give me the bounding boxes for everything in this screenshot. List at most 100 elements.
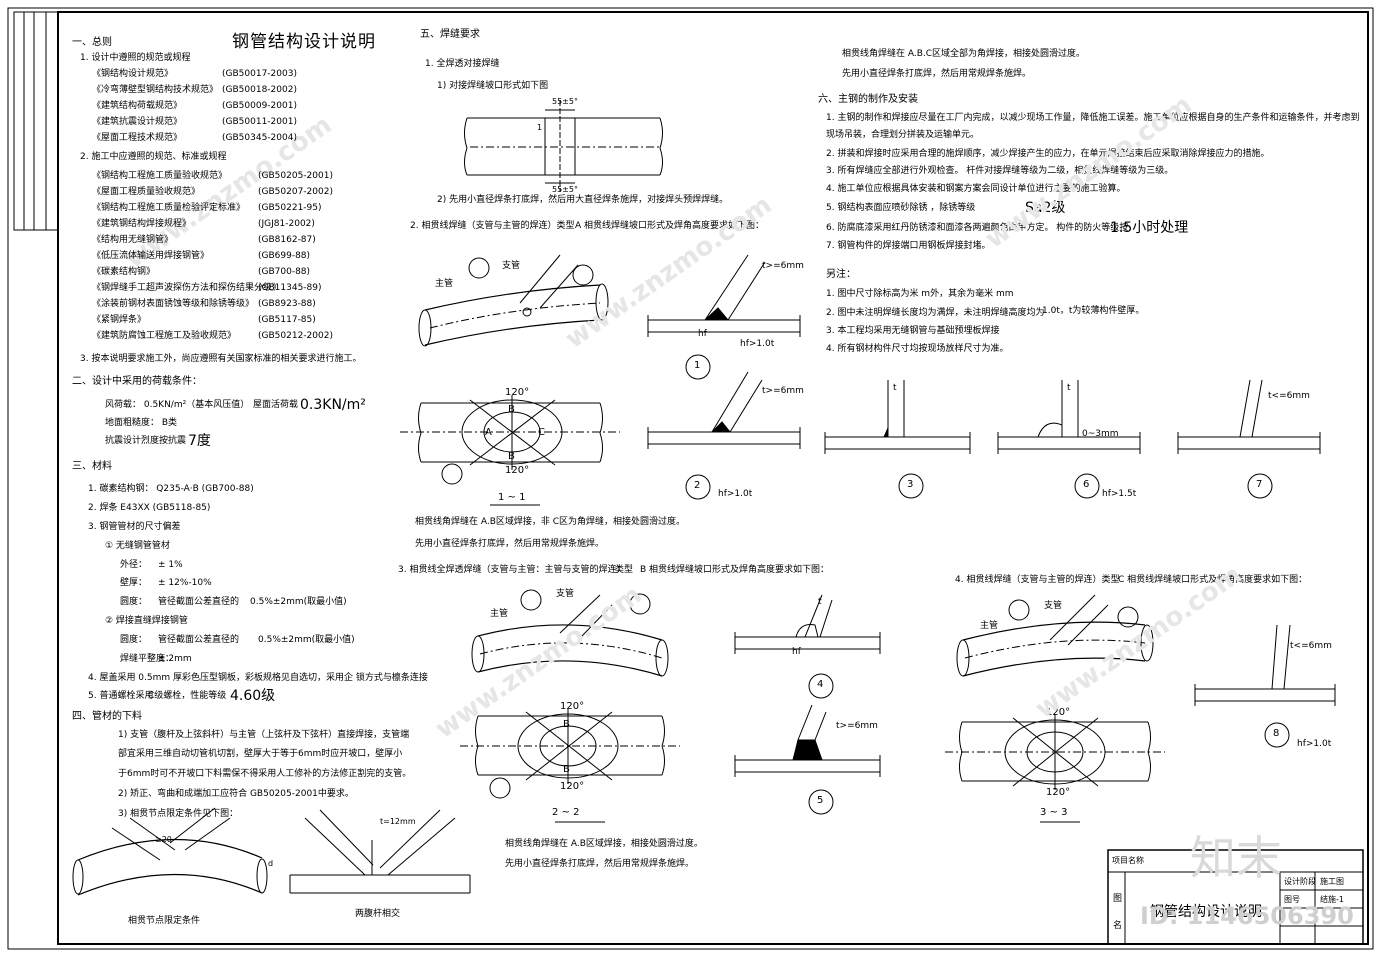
sec1.codes2-name: 《低压流体输送用焊接钢管》 (92, 251, 210, 261)
section-3-3-plan (945, 714, 1165, 823)
tb-fig-val: 结施-1 (1320, 895, 1344, 904)
sec3-label: 3 ~ 3 (1040, 807, 1068, 818)
d1-hflabel: hf (698, 329, 707, 339)
sec1-item2: 2. 施工中应遵照的规范、标准或规程 (80, 152, 227, 162)
sec1.codes1-name: 《建筑结构荷载规范》 (92, 101, 183, 111)
joint-3-elevation (956, 594, 1154, 677)
image-id: ID: 1146506390 (1140, 902, 1354, 930)
butt-dim-bot: 55±5° (552, 185, 578, 194)
sec6-l6a: 6. 防腐底漆采用红丹防锈漆和面漆各两遍颜色由甲方定。 构件的防火等级按 (826, 223, 1129, 233)
sec1.codes2-name: 《紧钢焊条》 (92, 315, 147, 325)
d7-num: 7 (1256, 479, 1263, 490)
round2-desc: 管径截面公差直径的 (158, 635, 240, 645)
sec1.codes2-code: (GB50205-2001) (258, 171, 333, 181)
mark-b-3: B (563, 719, 570, 730)
note-d: 先用小直径焊条打底焊，然后用常规焊条施焊。 (505, 859, 695, 869)
sec1.codes2-name: 《结构用无缝钢管》 (92, 235, 174, 245)
node-limit-figure (72, 807, 268, 896)
d1-hf: hf>1.0t (740, 339, 775, 349)
wt-label: 壁厚： (120, 578, 148, 588)
sec1.codes2-name: 《碳素结构钢》 (92, 267, 156, 277)
sec4-p1: 1) 支管（腹杆及上弦斜杆）与主管（上弦杆及下弦杆）直接焊接，支管端 (118, 730, 410, 740)
detail-2 (647, 371, 801, 500)
sec1-item3: 3. 按本说明要求施工外，尚应遵照有关国家标准的相关要求进行施工。 (80, 354, 362, 364)
sec1.codes1-code: (GB50017-2003) (222, 69, 297, 79)
butt-gap: 1 (537, 123, 543, 132)
sec1-heading: 一、总则 (72, 37, 112, 48)
sec6-l5a: 5. 钢结构表面应喷砂除锈 ，除锈等级 (826, 203, 976, 213)
sec1.codes2-name: 《建筑防腐蚀工程施工及验收规范》 (92, 331, 237, 341)
seamless: ① 无缝钢管管材 (105, 541, 170, 551)
sec1.codes2-code: (GB50207-2002) (258, 187, 333, 197)
sec1.codes2-name: 《涂装前钢材表面锈蚀等级和除锈等级》 (92, 299, 255, 309)
other-4: 4. 所有钢材构件尺寸均按现场放样尺寸为准。 (826, 344, 1009, 354)
fig-a-note: ≥20 (155, 835, 172, 844)
detail-5 (734, 704, 881, 815)
detail-1 (647, 254, 801, 380)
sec3-weld: 2. 焊条 E43XX (GB5118-85) (88, 503, 211, 513)
sec6-item4b: C 相贯线焊缝坡口形式及焊角高度要求如下图： (1118, 575, 1308, 585)
sec3-steel: 1. 碳素结构钢： Q235-A·B (GB700-88) (88, 484, 254, 494)
d8-hf: hf>1.0t (1297, 739, 1332, 749)
sec6-l4: 4. 施工单位应根据具体安装和钢案方案会同设计单位进行主要的施工验算。 (826, 184, 1126, 194)
sec4-p4: 2) 矫正、弯曲和成端加工应符合 GB50205-2001中要求。 (118, 789, 354, 799)
sec6-l5b: Sa2级 (1025, 200, 1066, 216)
d3-t: t (893, 383, 897, 393)
brand-logo: 知末 (1190, 831, 1282, 885)
lbl-main-2: 主管 (490, 609, 509, 619)
sec1.codes2-name: 《钢结构工程施工质量检验评定标准》 (92, 203, 246, 213)
sec1.codes1-code: (GB50011-2001) (222, 117, 297, 127)
seismic-label: 抗震设计烈度按抗震 (105, 436, 187, 446)
sec1.codes1-name: 《冷弯薄壁型钢结构技术规范》 (92, 85, 219, 95)
sec2-label: 2 ~ 2 (552, 807, 580, 818)
mark-b-4: B (563, 764, 570, 775)
mark-b-2: B (508, 451, 515, 462)
title-block (1107, 849, 1364, 945)
note-c: 相贯线角焊缝在 A.B区域焊接，相接处圆滑过度。 (505, 839, 703, 849)
two-web-figure (289, 809, 471, 894)
sec1.codes2-code: (GB5117-85) (258, 315, 316, 325)
sec5-item3: 3. 相贯线全焊透焊缝（支管与主管：主管与支管的焊连） (398, 565, 626, 575)
detail-8 (1194, 624, 1336, 748)
sec4-p3: 于6mm时可不开坡口下料需保不得采用人工修补的方法修正割完的支管。 (118, 769, 412, 779)
butt-weld-detail (464, 100, 663, 192)
mark-b-1: B (508, 404, 515, 415)
tb-stage-val: 施工图 (1320, 877, 1344, 886)
fig-a-label: 相贯节点限定条件 (128, 916, 201, 926)
d6-num: 6 (1083, 479, 1090, 490)
joint-1-elevation (418, 254, 609, 347)
sec1.codes1-name: 《屋面工程技术规范》 (92, 133, 183, 143)
round-label: 圆度： (120, 597, 148, 607)
top-note2: 先用小直径焊条打底焊，然后用常规焊条施焊。 (842, 69, 1032, 79)
note-a: 相贯线角焊缝在 A.B区域焊接，非 C区为角焊缝，相接处圆滑过度。 (415, 517, 686, 527)
other-heading: 另注： (826, 269, 856, 280)
sec5-item3-type: 类型 (615, 565, 634, 575)
tb-fig-label: 图号 (1284, 895, 1300, 904)
detail-3 (824, 380, 971, 499)
sec1.codes2-code: (GB50221-95) (258, 203, 322, 213)
lbl-branch-3: 支管 (1044, 601, 1063, 611)
tb-stage-label: 设计阶段 (1284, 877, 1316, 886)
d4-hf: hf (792, 647, 801, 657)
page-title: 钢管结构设计说明 (232, 32, 376, 52)
d3-num: 3 (907, 479, 914, 490)
sec1.codes1-code: (GB50009-2001) (222, 101, 297, 111)
roof-label: 屋面活荷载 (253, 400, 299, 410)
fig-a-d: d (268, 859, 274, 868)
sec1.codes1-name: 《钢结构设计规范》 (92, 69, 174, 79)
d2-t: t>=6mm (762, 386, 804, 396)
sec6-l1: 1. 主钢的制作和焊接应尽量在工厂内完成，以减少现场工作量，降低施工误差。施工单… (826, 113, 1360, 123)
wind-label: 风荷载： 0.5KN/m²（基本风压值） (105, 400, 250, 410)
sec1-item1: 1. 设计中遵照的规范或规程 (80, 53, 191, 63)
fig-b-label: 两腹杆相交 (355, 909, 401, 919)
round2-val: 0.5%±2mm(取最小值) (258, 635, 355, 645)
angle-120-top-1: 120° (505, 387, 530, 398)
sec1.codes2-code: (GB50212-2002) (258, 331, 333, 341)
detail-6 (997, 380, 1141, 499)
sec2-heading: 二、设计中采用的荷载条件： (72, 376, 202, 387)
angle-120-bot-2: 120° (560, 781, 585, 792)
d1-t: t>=6mm (762, 261, 804, 271)
welded: ② 焊接直缝焊接钢管 (105, 616, 188, 626)
item5-val: C级螺栓，性能等级 (148, 691, 227, 701)
sec1.codes2-code: (GB699-88) (258, 251, 311, 261)
